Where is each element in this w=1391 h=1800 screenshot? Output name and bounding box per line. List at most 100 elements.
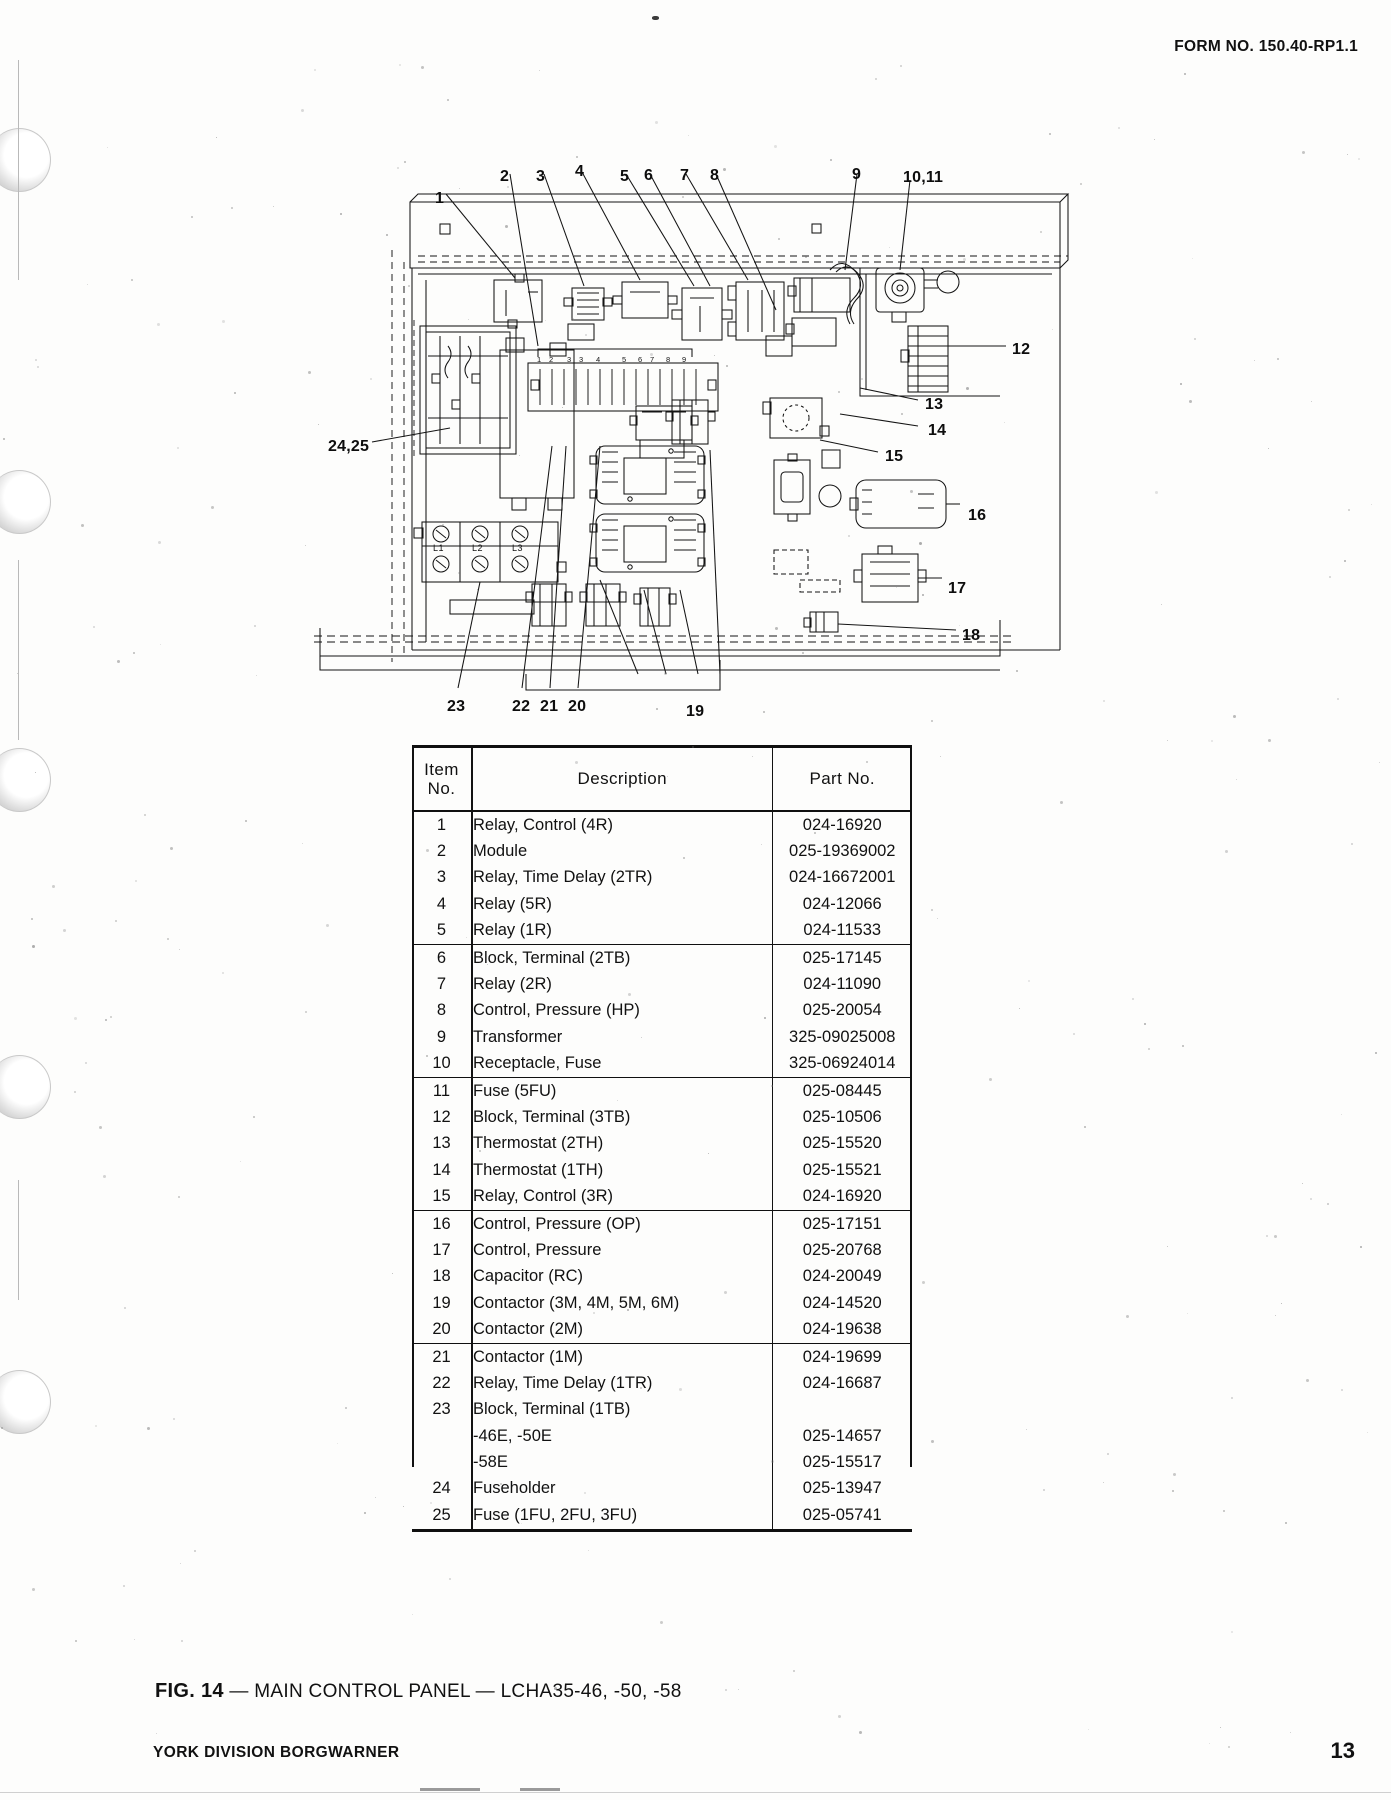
scan-speckle [35,772,36,773]
scan-speckle [134,1639,135,1640]
callout-19: 19 [686,703,705,720]
cell-part-no: 024-14520 [771,1290,912,1317]
scan-speckle [1026,1429,1027,1430]
scan-speckle [830,159,832,161]
scan-speckle [273,206,274,207]
scan-speckle [178,1196,180,1198]
cell-item-no: 23 [412,1396,473,1423]
scan-speckle [364,1512,366,1514]
cell-description: Capacitor (RC) [473,1267,584,1286]
callout-10-11: 10,11 [903,169,944,186]
table-header: Item No. Description Part No. [412,746,912,811]
scan-speckle [552,193,554,195]
scan-speckle [449,1578,451,1580]
scan-speckle [574,398,575,399]
scan-speckle [549,1058,550,1059]
scan-speckle [1043,1489,1045,1491]
scan-speckle [131,279,133,281]
scan-speckle [345,1407,347,1409]
scan-speckle [1228,1746,1230,1748]
scan-speckle [814,832,816,834]
cell-description: Transformer [473,1027,563,1046]
scan-speckle [1337,698,1339,700]
cell-description: Relay, Time Delay (1TR) [473,1373,653,1392]
cell-item-no: 3 [412,864,473,892]
svg-text:9: 9 [682,355,686,364]
scan-speckle [305,1011,307,1013]
scan-speckle [802,652,804,654]
cell-part-no: 024-19638 [771,1316,912,1344]
scan-speckle [771,1460,774,1463]
scan-speckle [575,761,578,764]
cell-item-no: 2 [412,838,473,865]
figure-number: FIG. 14 [155,1680,224,1702]
scan-speckle [442,524,444,526]
scan-speckle [1367,1432,1368,1433]
scan-speckle [922,594,924,596]
svg-text:1: 1 [537,355,541,364]
cell-item-no: 25 [412,1502,473,1531]
scan-speckle [866,761,868,763]
header-part-no: Part No. [771,746,912,811]
cell-description: Fuse (5FU) [473,1081,557,1100]
scan-speckle [123,1585,125,1587]
binder-punch-hole [0,1055,51,1119]
cell-part-no [771,1396,912,1423]
scan-speckle [1223,1510,1225,1512]
callout-16: 16 [968,507,987,524]
scan-speckle [421,66,424,69]
scan-speckle [1088,1729,1089,1730]
scan-speckle [105,1019,107,1021]
scan-speckle [181,1640,183,1642]
cell-part-no: 325-06924014 [771,1050,912,1078]
scan-speckle [641,1037,642,1038]
scan-speckle [85,1062,87,1064]
scan-speckle [775,627,778,630]
scan-speckle [74,1017,77,1020]
cell-description: -46E, -50E [473,1426,552,1445]
scan-speckle [683,857,685,859]
scan-speckle [900,65,902,67]
scan-speckle [628,993,631,996]
scan-speckle [679,1388,682,1391]
callout-4: 4 [575,163,585,180]
scan-speckle [554,1687,557,1690]
cell-item-no: 20 [412,1316,473,1344]
scan-speckle [107,147,108,148]
cell-item-no: 4 [412,891,473,918]
cell-item-no: 13 [412,1130,473,1158]
scan-speckle [1173,1473,1176,1476]
scan-speckle [37,366,39,368]
scan-speckle [337,1443,338,1444]
svg-text:L2: L2 [472,543,483,553]
scan-speckle [426,1055,428,1057]
callout-22: 22 [512,698,531,715]
scan-speckle [852,1253,854,1255]
scan-speckle [160,644,161,645]
scan-speckle [959,625,960,626]
scan-speckle [157,323,160,326]
cell-item-no: 6 [412,944,473,972]
scan-speckle [848,535,850,537]
cell-description: Contactor (1M) [473,1347,584,1366]
cell-item-no: 11 [412,1077,473,1105]
cell-description: Relay, Time Delay (2TR) [473,868,653,887]
scan-speckle [1225,850,1228,853]
cell-description: -58E [473,1453,508,1472]
callout-6: 6 [644,167,654,184]
cell-description: Block, Terminal (2TB) [473,948,631,967]
cell-part-no: 025-15517 [771,1449,912,1476]
cell-item-no: 16 [412,1210,473,1238]
scan-speckle [170,847,173,850]
scan-speckle [793,1670,795,1672]
scan-speckle [99,1126,102,1129]
svg-text:8: 8 [666,355,670,364]
